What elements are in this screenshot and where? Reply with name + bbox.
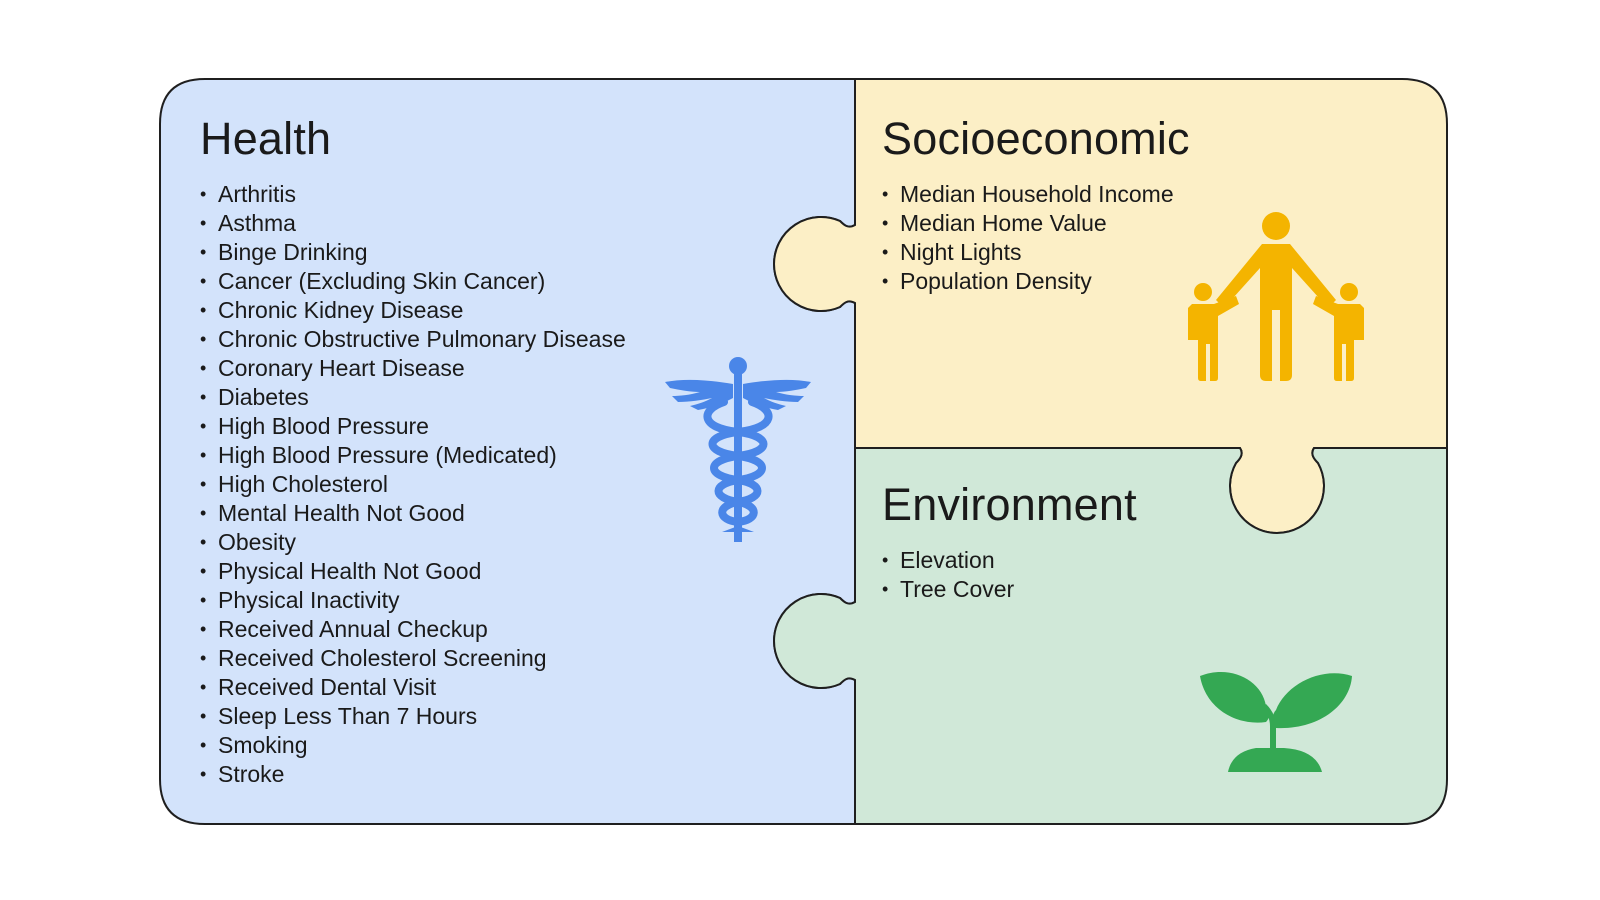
sprout-icon	[1200, 671, 1352, 772]
health-item: Received Cholesterol Screening	[200, 644, 626, 673]
health-title: Health	[200, 113, 332, 164]
socioeconomic-item: Population Density	[882, 267, 1190, 296]
environment-section: Environment ElevationTree Cover	[882, 478, 1137, 604]
environment-panel	[773, 447, 1448, 825]
health-item: Received Dental Visit	[200, 673, 626, 702]
socioeconomic-title: Socioeconomic	[882, 113, 1190, 164]
health-item: Asthma	[200, 209, 626, 238]
health-item: Arthritis	[200, 180, 626, 209]
socioeconomic-section: Socioeconomic Median Household IncomeMed…	[882, 112, 1190, 296]
health-item: Chronic Obstructive Pulmonary Disease	[200, 325, 626, 354]
health-item: Physical Inactivity	[200, 586, 626, 615]
health-item: Received Annual Checkup	[200, 615, 626, 644]
health-item: Smoking	[200, 731, 626, 760]
health-item: Physical Health Not Good	[200, 557, 626, 586]
caduceus-icon	[665, 357, 811, 542]
environment-item: Tree Cover	[882, 575, 1137, 604]
health-item: High Blood Pressure (Medicated)	[200, 441, 626, 470]
environment-title: Environment	[882, 479, 1137, 530]
health-item: High Cholesterol	[200, 470, 626, 499]
socioeconomic-item: Median Home Value	[882, 209, 1190, 238]
family-icon	[1188, 212, 1364, 381]
health-item: Diabetes	[200, 383, 626, 412]
health-item: High Blood Pressure	[200, 412, 626, 441]
health-list: ArthritisAsthmaBinge DrinkingCancer (Exc…	[200, 180, 626, 789]
health-item: Sleep Less Than 7 Hours	[200, 702, 626, 731]
health-item: Chronic Kidney Disease	[200, 296, 626, 325]
health-item: Mental Health Not Good	[200, 499, 626, 528]
health-section: Health ArthritisAsthmaBinge DrinkingCanc…	[200, 112, 626, 789]
health-item: Stroke	[200, 760, 626, 789]
socioeconomic-list: Median Household IncomeMedian Home Value…	[882, 180, 1190, 296]
health-item: Binge Drinking	[200, 238, 626, 267]
environment-list: ElevationTree Cover	[882, 546, 1137, 604]
socioeconomic-item: Night Lights	[882, 238, 1190, 267]
environment-item: Elevation	[882, 546, 1137, 575]
socioeconomic-item: Median Household Income	[882, 180, 1190, 209]
health-item: Cancer (Excluding Skin Cancer)	[200, 267, 626, 296]
health-item: Obesity	[200, 528, 626, 557]
health-item: Coronary Heart Disease	[200, 354, 626, 383]
